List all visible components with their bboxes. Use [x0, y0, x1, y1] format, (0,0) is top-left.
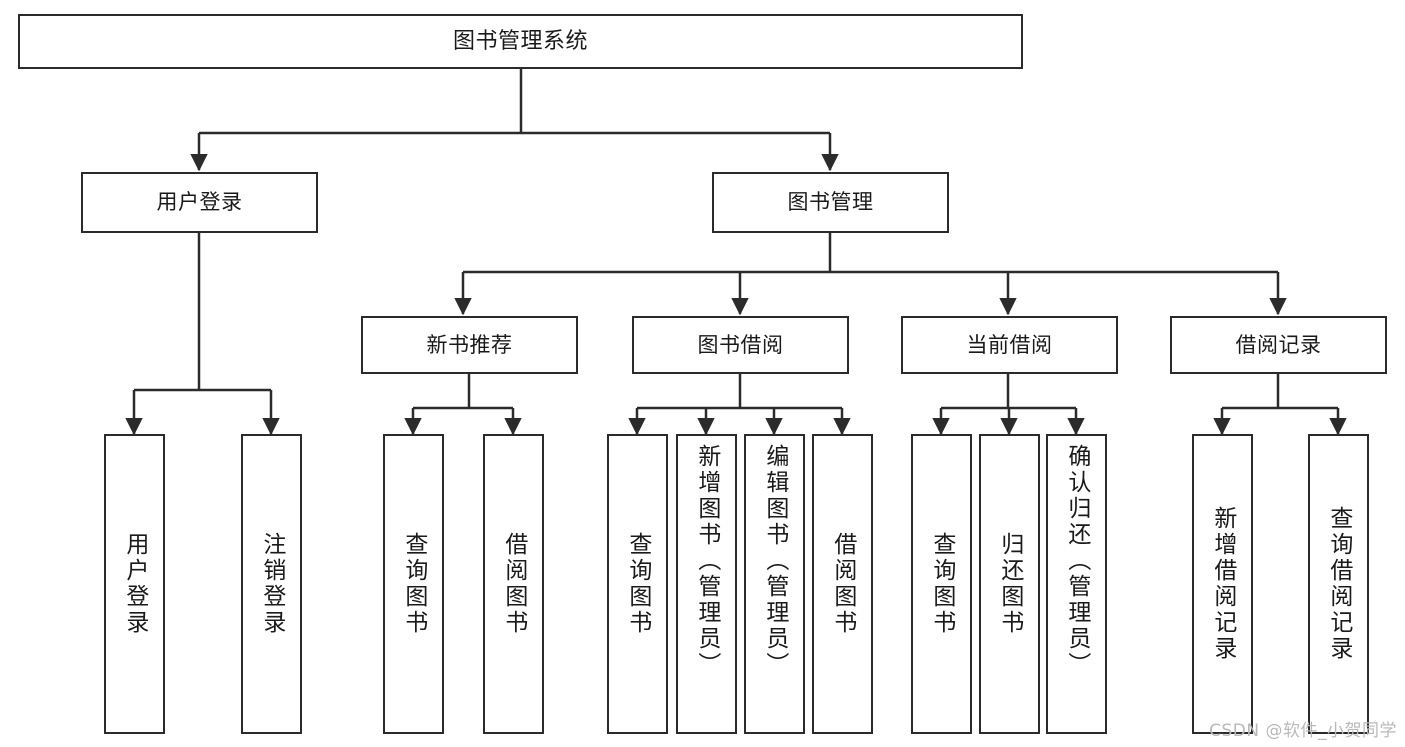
node-user-login-label: 用户登录 [156, 190, 243, 215]
node-root[interactable]: 图书管理系统 [18, 14, 1023, 69]
csdn-watermark: CSDN @软件_小贺同学 [1209, 721, 1397, 741]
leaf-user-login-label: 用户登录 [121, 532, 148, 636]
node-root-label: 图书管理系统 [452, 28, 588, 54]
leaf-borrow-book-2-label: 借阅图书 [829, 532, 856, 636]
leaf-confirm-return-admin-label: 确认归还（管理员） [1063, 444, 1090, 678]
leaf-query-book-2-label: 查询图书 [624, 532, 651, 636]
leaf-query-book-1[interactable]: 查询图书 [383, 434, 444, 734]
node-new-book-recommend[interactable]: 新书推荐 [361, 316, 578, 374]
leaf-query-borrow-record[interactable]: 查询借阅记录 [1308, 434, 1369, 734]
leaf-add-borrow-record[interactable]: 新增借阅记录 [1192, 434, 1253, 734]
leaf-edit-book-admin-label: 编辑图书（管理员） [761, 444, 788, 678]
leaf-add-borrow-record-label: 新增借阅记录 [1209, 506, 1236, 662]
leaf-add-book-admin-label: 新增图书（管理员） [693, 444, 720, 678]
node-book-borrow[interactable]: 图书借阅 [632, 316, 849, 374]
leaf-return-book[interactable]: 归还图书 [979, 434, 1040, 734]
leaf-edit-book-admin[interactable]: 编辑图书（管理员） [744, 434, 805, 734]
leaf-query-book-1-label: 查询图书 [400, 532, 427, 636]
leaf-add-book-admin[interactable]: 新增图书（管理员） [676, 434, 737, 734]
leaf-borrow-book-2[interactable]: 借阅图书 [812, 434, 873, 734]
node-book-management[interactable]: 图书管理 [712, 172, 949, 233]
leaf-query-book-3[interactable]: 查询图书 [911, 434, 972, 734]
node-current-borrow-label: 当前借阅 [966, 332, 1053, 357]
leaf-borrow-book-1[interactable]: 借阅图书 [483, 434, 544, 734]
leaf-logout[interactable]: 注销登录 [241, 434, 302, 734]
leaf-confirm-return-admin[interactable]: 确认归还（管理员） [1046, 434, 1107, 734]
leaf-query-book-2[interactable]: 查询图书 [607, 434, 668, 734]
node-book-borrow-label: 图书借阅 [697, 332, 784, 357]
leaf-query-book-3-label: 查询图书 [928, 532, 955, 636]
leaf-query-borrow-record-label: 查询借阅记录 [1325, 506, 1352, 662]
node-borrow-record[interactable]: 借阅记录 [1170, 316, 1387, 374]
leaf-logout-label: 注销登录 [258, 532, 285, 636]
node-new-book-recommend-label: 新书推荐 [426, 332, 513, 357]
node-borrow-record-label: 借阅记录 [1235, 332, 1322, 357]
node-user-login[interactable]: 用户登录 [81, 172, 318, 233]
node-book-management-label: 图书管理 [787, 190, 874, 215]
leaf-return-book-label: 归还图书 [996, 532, 1023, 636]
leaf-borrow-book-1-label: 借阅图书 [500, 532, 527, 636]
leaf-user-login[interactable]: 用户登录 [104, 434, 165, 734]
node-current-borrow[interactable]: 当前借阅 [901, 316, 1118, 374]
